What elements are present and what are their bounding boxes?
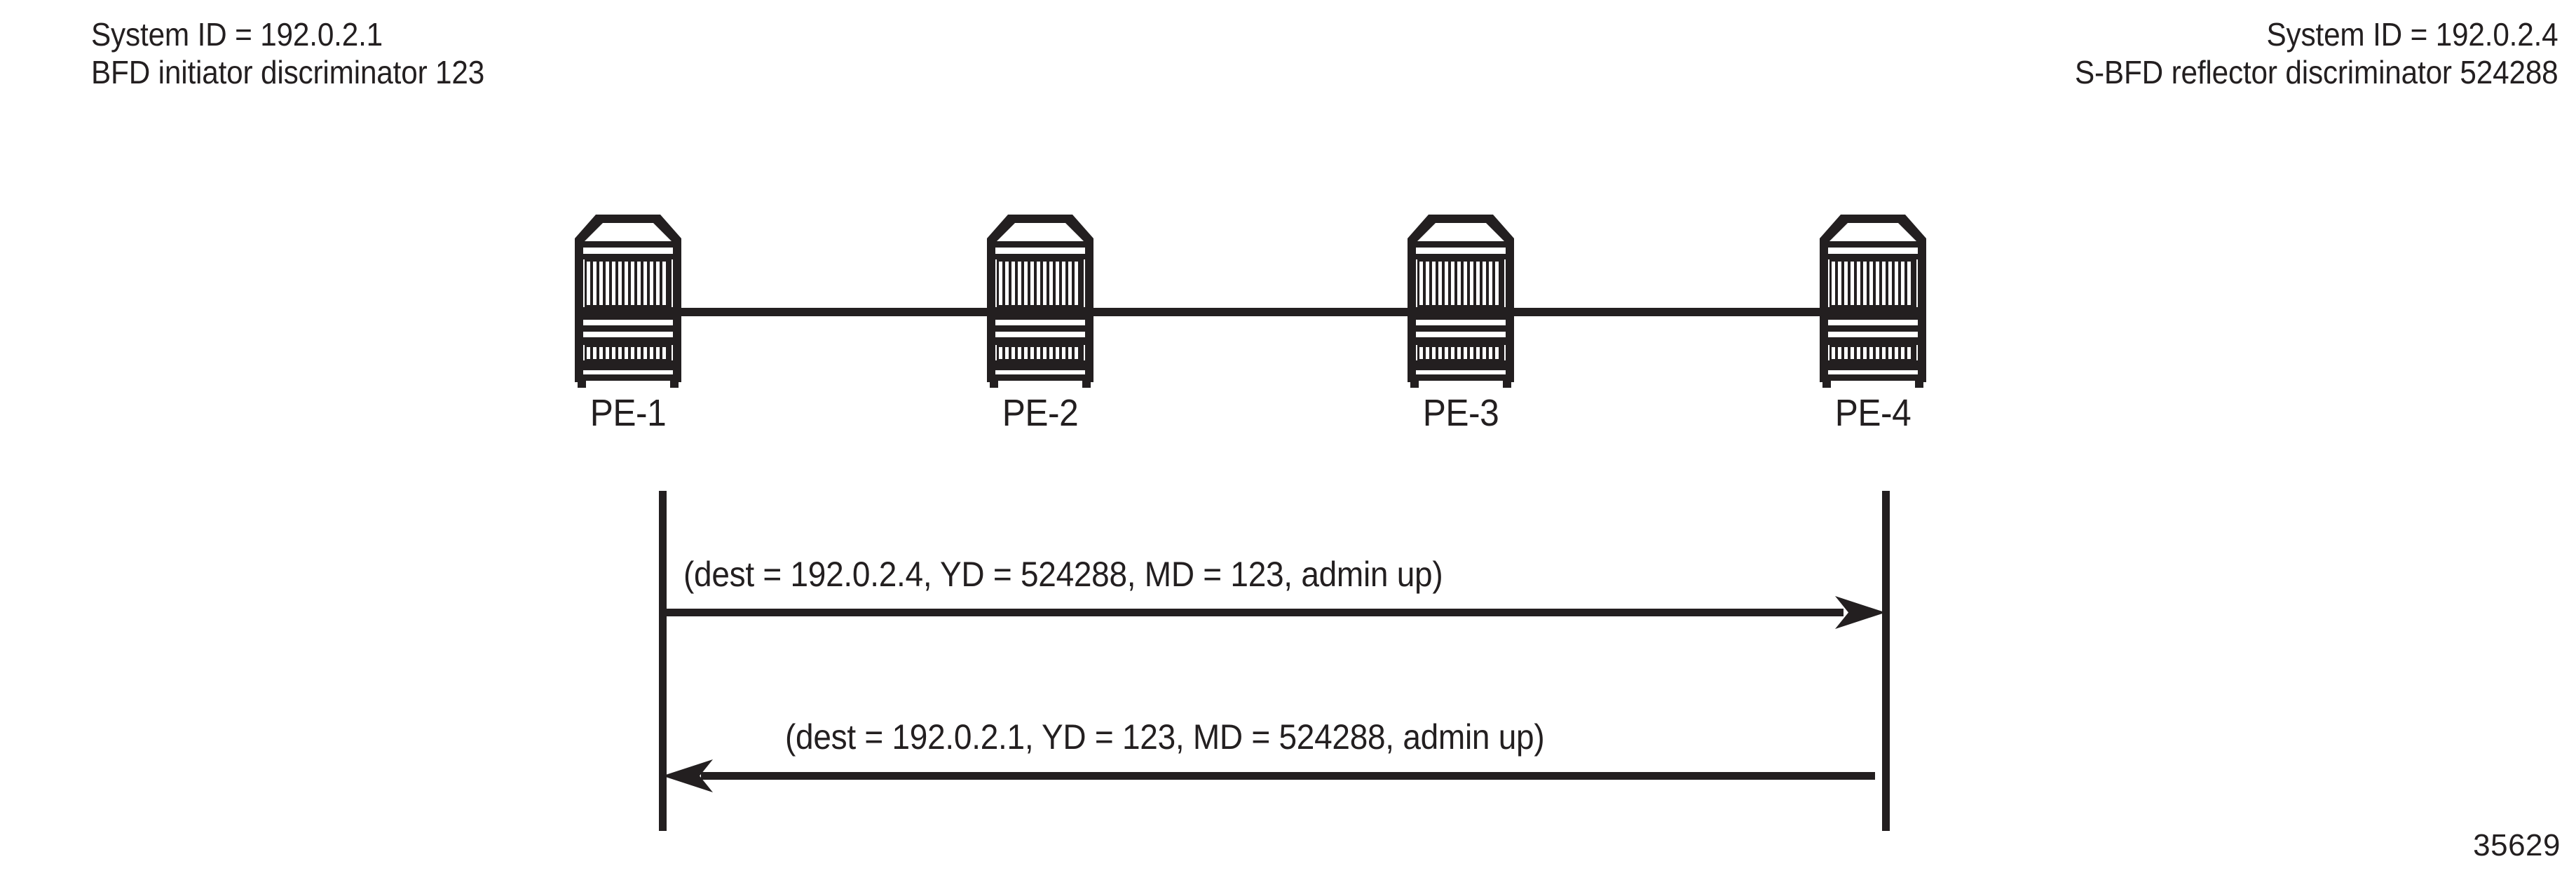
router-chassis-icon	[1820, 215, 1926, 388]
router-label-pe-4: PE-4	[1834, 392, 1911, 434]
lifeline-pe-4	[1882, 491, 1890, 831]
message-2-label: (dest = 192.0.2.1, YD = 123, MD = 524288…	[785, 717, 1545, 757]
router-label-pe-2: PE-2	[1002, 392, 1079, 434]
annotation-left: System ID = 192.0.2.1 BFD initiator disc…	[91, 15, 484, 91]
router-chassis-icon	[575, 215, 681, 388]
router-chassis-icon	[1408, 215, 1514, 388]
message-1-arrow	[659, 596, 1886, 629]
link-pe1-pe2	[673, 308, 995, 316]
link-pe3-pe4	[1507, 308, 1828, 316]
message-2-arrow	[662, 759, 1875, 792]
link-pe2-pe3	[1086, 308, 1416, 316]
annotation-right-line2: S-BFD reflector discriminator 524288	[2075, 54, 2558, 90]
message-2	[652, 756, 1886, 795]
router-pe-3[interactable]: PE-3	[1408, 210, 1514, 434]
annotation-right: System ID = 192.0.2.4 S-BFD reflector di…	[2075, 15, 2558, 91]
router-chassis-icon	[987, 215, 1093, 388]
router-pe-4[interactable]: PE-4	[1820, 210, 1926, 434]
message-1	[659, 593, 1889, 632]
router-label-pe-3: PE-3	[1422, 392, 1499, 434]
message-1-label: (dest = 192.0.2.4, YD = 524288, MD = 123…	[683, 555, 1443, 594]
annotation-left-line1: System ID = 192.0.2.1	[91, 16, 383, 53]
lifeline-pe-1	[659, 491, 667, 831]
router-label-pe-1: PE-1	[590, 392, 667, 434]
figure-number: 35629	[2473, 828, 2561, 862]
annotation-right-line1: System ID = 192.0.2.4	[2266, 16, 2558, 53]
router-pe-2[interactable]: PE-2	[987, 210, 1093, 434]
router-pe-1[interactable]: PE-1	[575, 210, 681, 434]
annotation-left-line2: BFD initiator discriminator 123	[91, 54, 485, 90]
